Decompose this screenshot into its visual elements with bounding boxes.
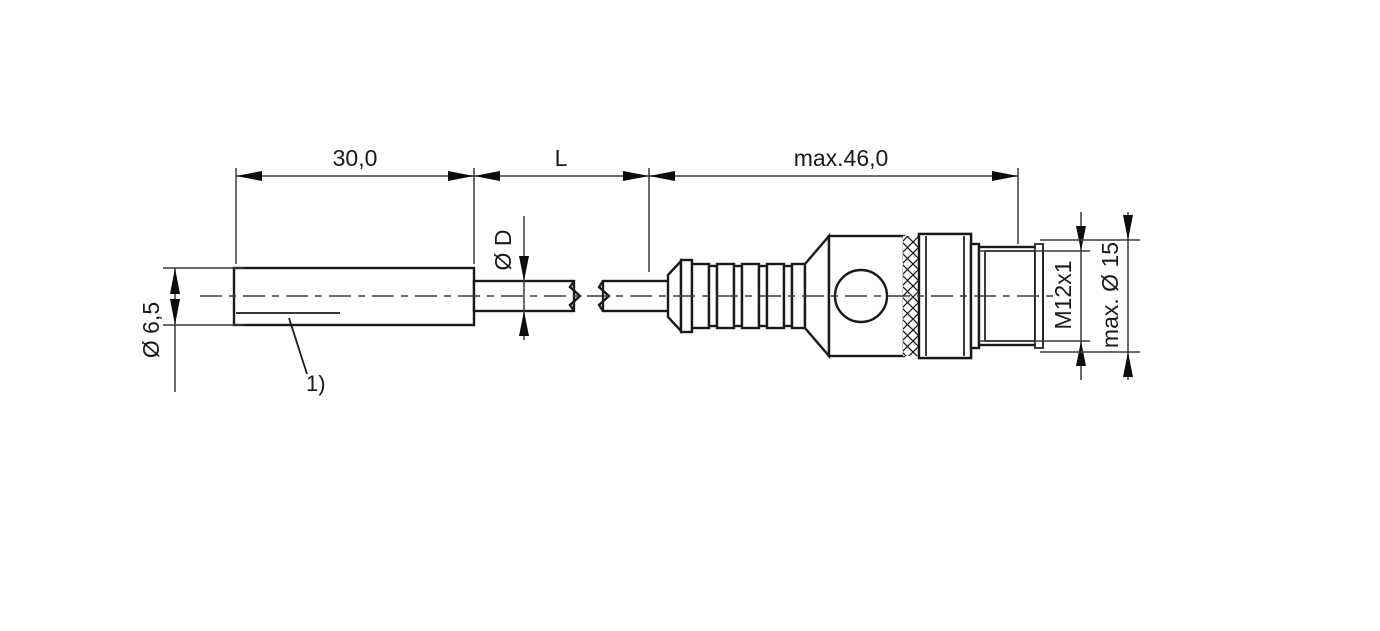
dimension-diameter-6-5: Ø 6,5 [138, 267, 244, 392]
dimension-30: 30,0 [235, 145, 475, 264]
dimension-diameter-15: max. Ø 15 [1040, 212, 1140, 380]
callout-label-1: 1) [306, 371, 326, 396]
dimension-max46: max.46,0 [649, 145, 1019, 244]
callout-note-1: 1) [288, 317, 326, 396]
bellows-ribs [690, 262, 807, 330]
dimension-label-30: 30,0 [333, 145, 378, 171]
sensor-body-outline [232, 266, 476, 327]
dimension-label-diameter-D: Ø D [490, 230, 516, 271]
dimension-label-L: L [555, 145, 568, 171]
dimension-label-diameter-6-5: Ø 6,5 [138, 302, 164, 358]
dimension-diameter-D: Ø D [490, 216, 529, 340]
dimension-label-thread-m12: M12x1 [1050, 260, 1076, 329]
dimension-label-diameter-15: max. Ø 15 [1097, 242, 1123, 348]
dimension-L: L [474, 145, 650, 272]
dimension-label-max46: max.46,0 [794, 145, 889, 171]
